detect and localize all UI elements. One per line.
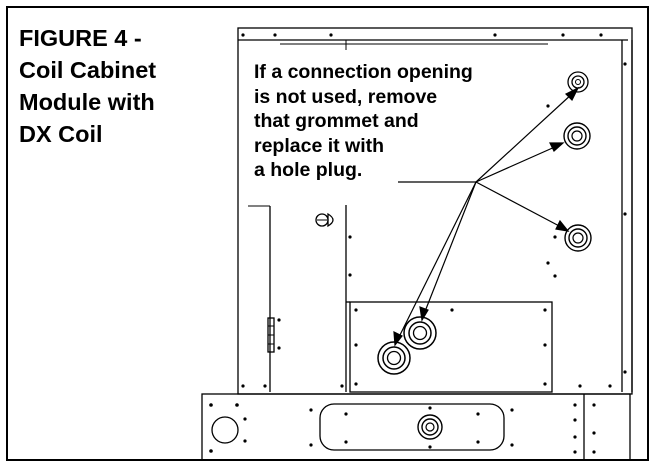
grommet-callout-note: If a connection opening is not used, rem…: [254, 60, 564, 183]
callout-line: is not used, remove: [254, 85, 438, 108]
callout-line: a hole plug.: [254, 159, 363, 181]
grommet-upper-right: [563, 122, 591, 150]
grommet-lower-right: [564, 224, 592, 252]
callout-line: If a connection opening: [254, 61, 473, 83]
callout-leaders: [393, 86, 580, 347]
grommet-panel-lower: [377, 341, 411, 375]
grommet-panel-upper: [403, 316, 437, 350]
caption-line: Coil Cabinet: [19, 57, 157, 83]
figure-caption: FIGURE 4 - Coil Cabinet Module with DX C…: [19, 22, 219, 150]
grommet-base: [417, 414, 443, 440]
caption-line: FIGURE 4 -: [19, 25, 142, 51]
figure-frame: [6, 6, 649, 461]
base-left-hole: [211, 416, 239, 444]
callout-line: that grommet and: [254, 110, 419, 132]
rivets: [209, 33, 627, 454]
base-rail: [201, 393, 631, 461]
callout-line: replace it with: [254, 134, 385, 157]
caption-line: Module with: [19, 89, 155, 115]
access-panel: [349, 301, 553, 393]
caption-line: DX Coil: [19, 121, 103, 147]
base-cover-plate: [319, 403, 505, 451]
